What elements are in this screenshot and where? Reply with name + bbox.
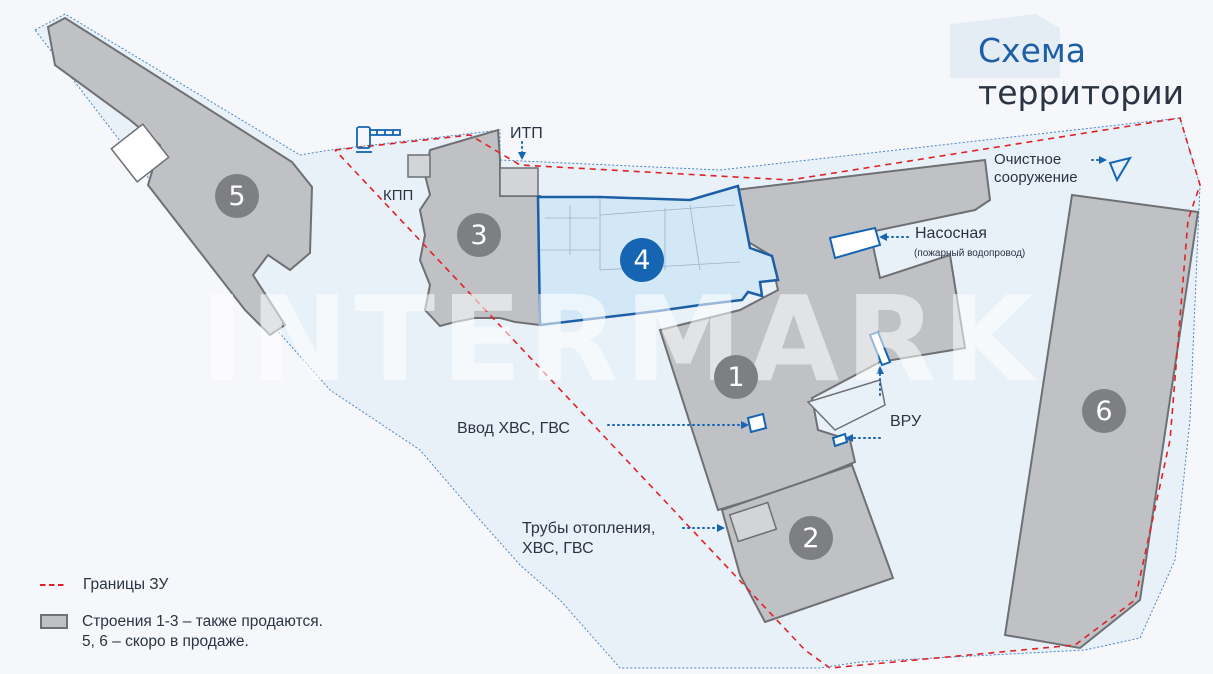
vru-left-arrow xyxy=(845,434,853,442)
itp-arrow xyxy=(518,152,526,160)
treatment-label-line-2: сооружение xyxy=(994,169,1078,186)
itp-label: ИТП xyxy=(510,125,543,142)
pipes-arrow xyxy=(717,524,725,532)
building-1-courtyard xyxy=(806,379,886,431)
vru-label: ВРУ xyxy=(890,413,922,430)
building-3-badge[interactable]: 3 xyxy=(457,213,501,257)
pipes-label-line-2: ХВС, ГВС xyxy=(522,540,594,557)
title-backdrop xyxy=(950,14,1060,78)
kpp-booth xyxy=(407,154,431,178)
pipes-label-line-1: Трубы отопления, xyxy=(522,520,656,537)
treatment-arrow xyxy=(1099,156,1107,164)
treatment-label-line-1: Очистное xyxy=(994,151,1062,168)
page-title: Схема территории xyxy=(978,30,1184,114)
building-5-courtyard xyxy=(110,123,170,183)
building-1-badge[interactable]: 1 xyxy=(714,355,758,399)
building-4-badge[interactable]: 4 xyxy=(620,238,664,282)
vru-marker xyxy=(831,432,849,448)
vru-up-arrow xyxy=(876,366,884,374)
building-2-badge[interactable]: 2 xyxy=(789,516,833,560)
legend-buildings-line-2: 5, 6 – скоро в продаже. xyxy=(82,633,249,650)
treatment-facility-label: Очистное сооружение xyxy=(994,151,1078,187)
checkpoint-gate-icon xyxy=(356,126,401,153)
kpp-label: КПП xyxy=(383,187,414,204)
water-inlet-marker xyxy=(746,412,768,434)
building-2-annex xyxy=(728,501,778,543)
water-inlet-label: Ввод ХВС, ГВС xyxy=(457,420,570,437)
building-6-badge[interactable]: 6 xyxy=(1082,389,1126,433)
legend-boundary-label: Границы ЗУ xyxy=(83,576,169,593)
title-line-2: территории xyxy=(978,73,1185,112)
legend-buildings-text: Строения 1-3 – также продаются. 5, 6 – с… xyxy=(82,612,323,652)
pump-station-label: Насосная xyxy=(915,225,987,242)
legend-building-swatch xyxy=(40,614,68,629)
building-5-badge[interactable]: 5 xyxy=(215,174,259,218)
water-inlet-arrow xyxy=(741,421,749,429)
pump-station-marker xyxy=(828,226,882,260)
vru-cabinet-marker xyxy=(868,330,892,367)
pump-station-note: (пожарный водопровод) xyxy=(914,248,1026,259)
watermark: INTERMARK xyxy=(200,270,1040,408)
itp-block xyxy=(499,167,539,197)
legend-buildings-line-1: Строения 1-3 – также продаются. xyxy=(82,613,323,630)
pump-arrow xyxy=(879,233,887,241)
pipes-label: Трубы отопления, ХВС, ГВС xyxy=(522,519,655,559)
legend-boundary-swatch xyxy=(40,584,66,586)
title-line-1: Схема xyxy=(978,31,1086,70)
treatment-facility-marker xyxy=(1108,156,1133,183)
